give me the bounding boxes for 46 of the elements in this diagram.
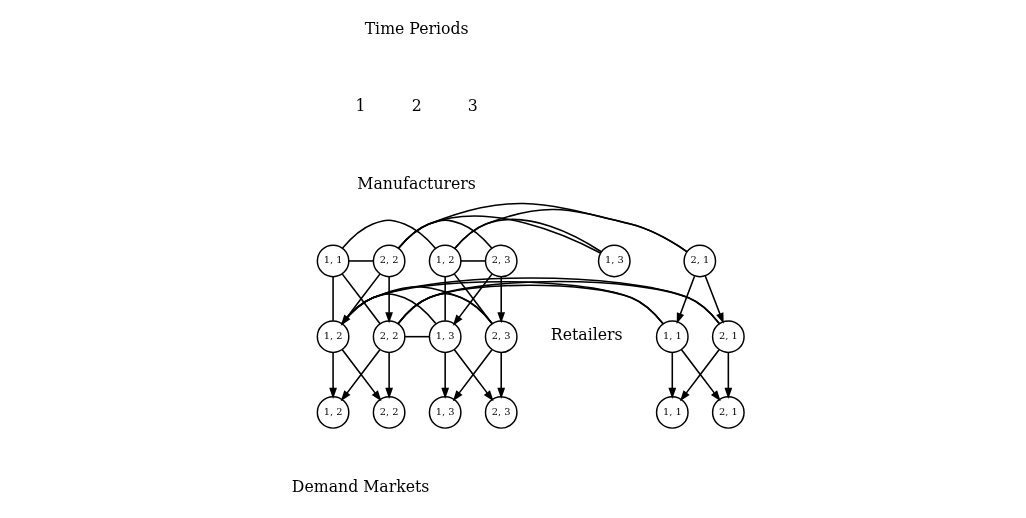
connector (397, 215, 601, 254)
node-circle: 1, 2 (316, 320, 350, 354)
connector (459, 260, 486, 262)
arrow (440, 351, 449, 399)
arrow (328, 351, 337, 399)
connector (331, 276, 334, 322)
label: 1 (355, 96, 366, 116)
node-circle: 1, 1 (316, 244, 350, 278)
arrow (496, 276, 505, 324)
label: Demand Markets (291, 476, 429, 496)
node-circle: 1, 1 (655, 395, 689, 429)
node-circle: 2, 2 (372, 244, 406, 278)
connector (341, 219, 436, 250)
connector (397, 219, 492, 249)
connector (397, 202, 688, 253)
arrow (384, 351, 393, 399)
node-circle: 1, 3 (597, 244, 631, 278)
node-circle: 1, 1 (655, 320, 689, 354)
node-circle: 2, 1 (711, 395, 745, 429)
arrow (703, 275, 724, 324)
connector (453, 218, 602, 253)
label: Time Periods (364, 18, 469, 38)
node-circle: 2, 3 (484, 320, 518, 354)
arrow (667, 351, 676, 399)
connector (396, 280, 720, 325)
connector (403, 335, 430, 338)
label: 3 (467, 96, 478, 116)
node-circle: 1, 3 (428, 395, 462, 429)
node-circle: 2, 1 (682, 244, 716, 278)
arrow (384, 276, 393, 324)
connector (347, 260, 374, 262)
arrow (676, 275, 695, 324)
arrow (496, 351, 505, 399)
label: 2 (411, 96, 422, 116)
node-circle: 1, 2 (428, 244, 462, 278)
label: Retailers (550, 325, 623, 345)
node-circle: 2, 3 (484, 244, 518, 278)
arrow (723, 351, 732, 399)
label: Manufacturers (356, 173, 476, 193)
node-circle: 1, 3 (428, 320, 462, 354)
node-circle: 1, 2 (316, 395, 350, 429)
node-circle: 2, 2 (372, 395, 406, 429)
node-circle: 2, 2 (372, 320, 406, 354)
connector (443, 276, 446, 322)
node-circle: 2, 3 (484, 395, 518, 429)
node-circle: 2, 1 (711, 320, 745, 354)
